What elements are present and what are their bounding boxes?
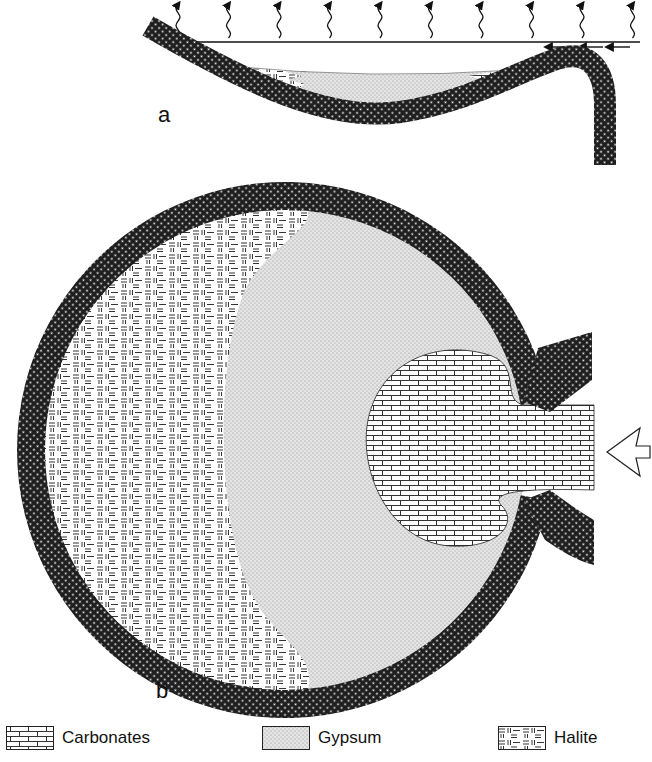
gypsum-zone xyxy=(224,200,600,705)
water-surface xyxy=(163,41,640,42)
evaporation-arrow xyxy=(631,4,635,38)
legend-text: Gypsum xyxy=(318,728,381,748)
figure-letter: a xyxy=(158,104,170,126)
inflow-arrow xyxy=(609,46,630,47)
legend-sample xyxy=(7,727,54,750)
legend-item: Carbonates xyxy=(6,726,150,750)
evaporation-arrow xyxy=(479,4,483,38)
legend-item: Gypsum xyxy=(262,726,381,750)
basin-floor xyxy=(148,26,605,165)
legend-item: Halite xyxy=(498,726,597,750)
evaporation-arrow xyxy=(378,4,382,38)
legend-sample xyxy=(499,727,546,750)
legend-text: Carbonates xyxy=(62,728,150,748)
evaporation-arrow xyxy=(530,4,534,38)
inflow-arrow xyxy=(607,428,650,476)
evaporation-arrows xyxy=(176,4,635,38)
strait-rim xyxy=(524,490,594,565)
evaporation-arrow xyxy=(429,4,433,38)
evaporation-arrow xyxy=(277,4,281,38)
evaporation-arrow xyxy=(227,4,231,38)
strait-rim xyxy=(524,332,592,412)
legend-swatch xyxy=(6,726,54,750)
evaporation-arrow xyxy=(580,4,584,38)
deposit-top xyxy=(228,66,515,74)
basin-rim xyxy=(17,182,548,718)
figure-letter: b xyxy=(156,680,168,702)
legend-text: Halite xyxy=(554,728,597,748)
legend-swatch xyxy=(498,726,546,750)
legend-swatch xyxy=(262,726,310,750)
legend-sample xyxy=(263,727,310,750)
evaporation-arrow xyxy=(328,4,332,38)
